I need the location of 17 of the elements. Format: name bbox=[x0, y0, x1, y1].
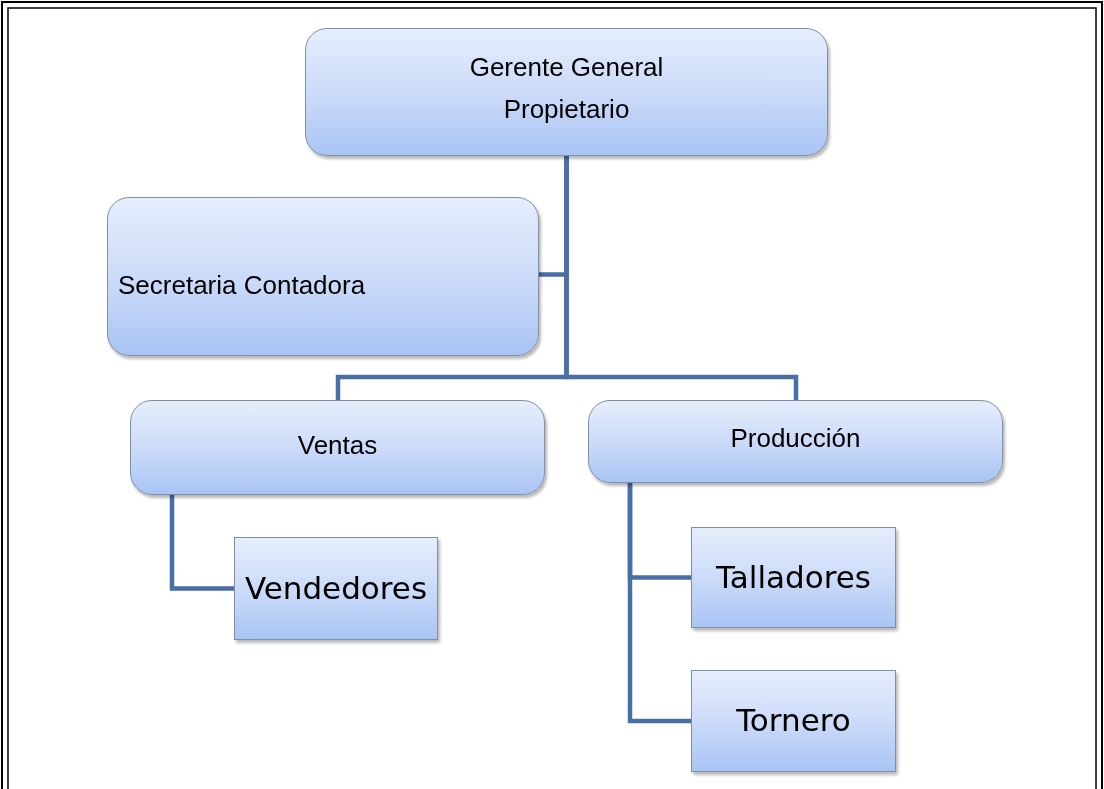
org-box bbox=[234, 537, 438, 640]
box-label: Producción bbox=[730, 421, 861, 455]
box-label: Tornero bbox=[736, 701, 851, 741]
box-label: Vendedores bbox=[244, 568, 428, 608]
org-box bbox=[691, 527, 896, 628]
box-label: Talladores bbox=[716, 557, 871, 597]
box-label: Ventas bbox=[297, 428, 378, 462]
connector-line bbox=[169, 495, 234, 591]
org-box bbox=[305, 28, 828, 156]
connector-line bbox=[564, 156, 799, 400]
connector-line bbox=[627, 483, 691, 724]
org-box bbox=[588, 400, 1003, 483]
org-box bbox=[691, 670, 896, 772]
org-box bbox=[130, 400, 545, 495]
org-box bbox=[107, 197, 539, 356]
box-label: Gerente General Propietario bbox=[468, 51, 665, 126]
box-label: Secretaria Contadora bbox=[118, 268, 366, 302]
